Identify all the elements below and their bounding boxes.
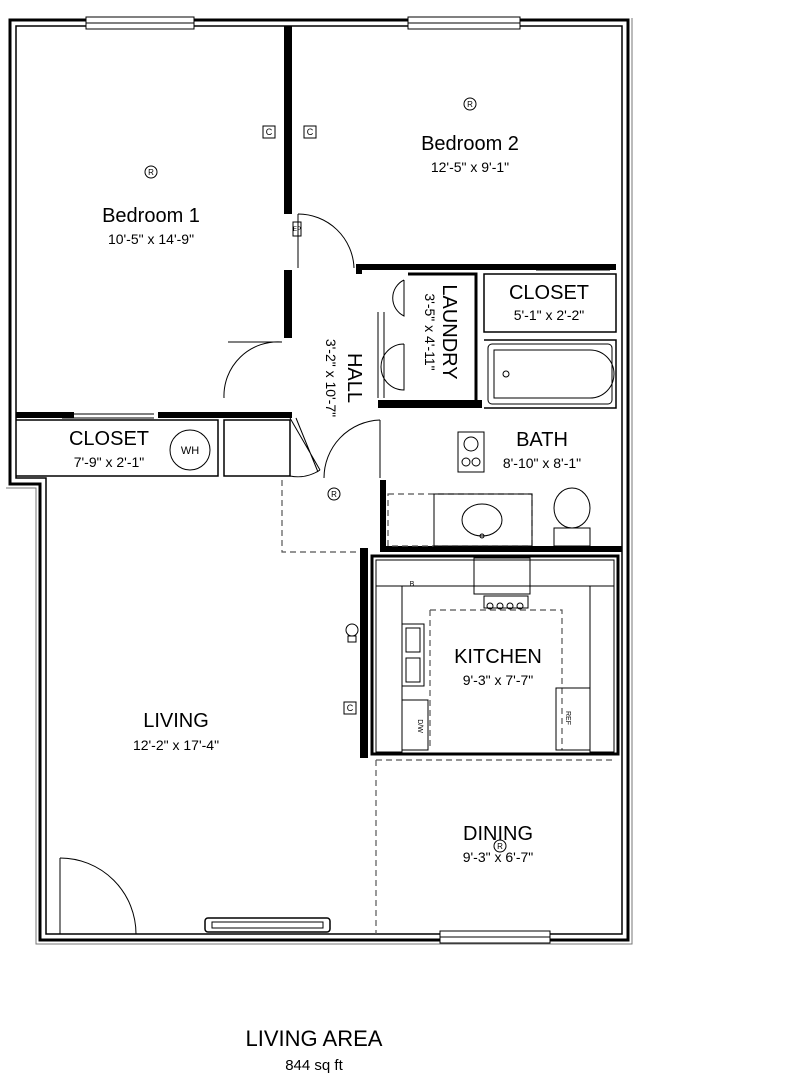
electric-panel-label: EP xyxy=(293,227,301,233)
smoke-detector-icon: R xyxy=(493,839,507,853)
kitchen-name: KITCHEN xyxy=(454,646,542,668)
laundry-dims: 3'-5" x 4'-11" xyxy=(422,293,438,370)
doors xyxy=(59,213,610,935)
kitchen-dims: 9'-3" x 7'-7" xyxy=(463,672,534,688)
svg-text:R: R xyxy=(148,168,154,177)
hall-name: HALL xyxy=(343,353,365,403)
interior-walls xyxy=(16,26,622,934)
living-area-title: LIVING AREA xyxy=(246,1026,383,1051)
hall-dims: 3'-2" x 10'-7" xyxy=(323,339,339,417)
water-heater-label: WH xyxy=(181,445,199,457)
bathtub-icon xyxy=(487,343,613,405)
thermostat-icon xyxy=(262,125,276,139)
fridge-icon xyxy=(555,687,591,751)
bedroom2-name: Bedroom 2 xyxy=(421,133,519,155)
living-name: LIVING xyxy=(143,710,209,732)
thermostat-icon xyxy=(343,701,357,715)
dishwasher-icon xyxy=(401,699,429,751)
bedroom1-name: Bedroom 1 xyxy=(102,205,200,227)
room-labels: Bedroom 1 10'-5" x 14'-9" Bedroom 2 12'-… xyxy=(69,133,589,865)
smoke-detector-icon: R xyxy=(463,97,477,111)
dishwasher-label: D/W xyxy=(416,719,423,733)
closet-bed2-dims: 5'-1" x 2'-2" xyxy=(514,307,585,323)
svg-text:R: R xyxy=(497,842,503,851)
toilet-icon xyxy=(553,487,591,529)
thermostat-label: C xyxy=(266,127,273,137)
thermostat-label: C xyxy=(307,127,314,137)
closet-bed1-name: CLOSET xyxy=(69,428,149,450)
footer: LIVING AREA 844 sq ft xyxy=(246,1026,383,1074)
closet-bed2-name: CLOSET xyxy=(509,282,589,304)
bath-dims: 8'-10" x 8'-1" xyxy=(503,455,581,471)
smoke-detector-icon: R xyxy=(144,165,158,179)
stove-mark-label: B xyxy=(410,581,415,588)
svg-text:R: R xyxy=(467,100,473,109)
closet-bed1-dims: 7'-9" x 2'-1" xyxy=(74,454,145,470)
dining-dims: 9'-3" x 6'-7" xyxy=(463,849,534,865)
fixtures: WH xyxy=(169,221,615,753)
bedroom1-dims: 10'-5" x 14'-9" xyxy=(108,231,194,247)
thermostat-icon xyxy=(303,125,317,139)
windows xyxy=(85,16,551,944)
bedroom2-dims: 12'-5" x 9'-1" xyxy=(431,159,509,175)
living-area-size: 844 sq ft xyxy=(285,1057,343,1074)
exterior-walls xyxy=(6,18,633,945)
living-dims: 12'-2" x 17'-4" xyxy=(133,737,219,753)
smoke-detector-icon: R xyxy=(327,487,341,501)
fridge-label: REF xyxy=(564,711,571,725)
bath-name: BATH xyxy=(516,429,568,451)
water-heater-icon xyxy=(169,429,211,471)
svg-text:R: R xyxy=(331,490,337,499)
thermostat-label: C xyxy=(347,703,354,713)
dining-name: DINING xyxy=(463,823,533,845)
sink-icon xyxy=(461,503,503,537)
small-marks: C C C EP B REF D/W R R R R xyxy=(144,97,571,853)
laundry-name: LAUNDRY xyxy=(438,284,460,379)
kitchen-sink-icon xyxy=(401,623,425,687)
